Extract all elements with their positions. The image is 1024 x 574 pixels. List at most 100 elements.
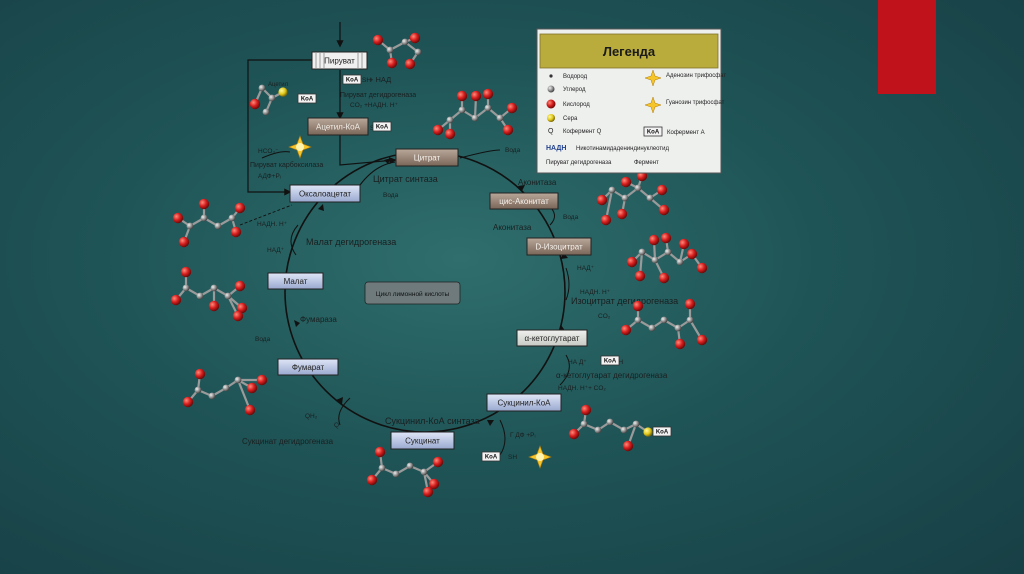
oxygen-atom xyxy=(372,34,384,46)
oxygen-atom xyxy=(620,324,632,336)
oxygen-atom xyxy=(234,202,246,214)
koa-tag-5: KoA xyxy=(652,426,672,437)
carbon-atom xyxy=(664,248,672,256)
svg-text:KoA: KoA xyxy=(647,130,660,136)
oxygen-atom xyxy=(696,334,708,346)
water-citrate-label: Вода xyxy=(383,192,399,199)
ring-arrow-1 xyxy=(518,185,525,191)
legend-panel: Легенда Водород Углерод Кислород Сера Q … xyxy=(536,28,726,174)
sh-label-4: SH xyxy=(508,454,517,461)
legend-title: Легенда xyxy=(603,44,656,59)
malate-molecule xyxy=(170,266,248,322)
plus-nad-label: + НАД xyxy=(369,75,391,84)
carbon-atom xyxy=(484,104,492,112)
sh-label-1: SH xyxy=(362,77,371,84)
carbon-atom xyxy=(214,222,222,230)
legend-nadh-label: Никотинамидадениндинуклеотид xyxy=(576,146,669,152)
oxygen-atom xyxy=(386,57,398,69)
svg-text:KoA: KoA xyxy=(485,455,498,461)
akg-dh-label: α-кетоглутарат дегидрогеназа xyxy=(556,371,668,380)
ring-arrow-5 xyxy=(336,397,343,404)
oxygen-atom xyxy=(409,32,421,44)
carbon-atom xyxy=(210,284,218,292)
oxygen-atom xyxy=(568,428,580,440)
oxygen-atom xyxy=(684,298,696,310)
pyruvate-molecule xyxy=(372,32,422,70)
carbon-atom xyxy=(638,248,646,256)
adp-pi-label-1: АДФ+Pᵢ xyxy=(258,173,281,180)
oxygen-atom xyxy=(656,184,668,196)
succinate-dh-label: Сукцинат дегидрогеназа xyxy=(242,437,334,446)
carbon-atom xyxy=(420,468,428,476)
oxygen-atom xyxy=(482,88,494,100)
node-fumarate: Фумарат xyxy=(277,358,339,376)
malate-dh-label: Малат дегидрогеназа xyxy=(306,237,396,247)
fumarase-label: Фумараза xyxy=(300,315,337,324)
fumarate-molecule xyxy=(182,368,268,416)
succinyl-coa-molecule xyxy=(568,404,653,452)
legend-atp-star-icon xyxy=(644,69,662,87)
oxygen-atom xyxy=(422,486,434,498)
carbon-atom xyxy=(608,186,616,194)
carbon-atom xyxy=(196,292,204,300)
carbon-atom xyxy=(258,84,266,92)
oxygen-atom xyxy=(506,102,518,114)
carbon-atom xyxy=(386,46,394,54)
cis-aconitate-label: цис-Аконитат xyxy=(499,197,549,206)
oxygen-atom xyxy=(634,270,646,282)
carbon-ball-icon xyxy=(547,85,555,93)
carbon-atom xyxy=(262,108,270,116)
q-label: Q xyxy=(334,422,339,429)
svg-text:KoA: KoA xyxy=(604,359,617,365)
legend-footer-right: Фермент xyxy=(634,160,659,166)
legend-hydrogen-label: Водород xyxy=(563,74,588,80)
akg-nad-curve xyxy=(559,354,570,386)
oxygen-atom xyxy=(246,382,258,394)
malate-label: Малат xyxy=(284,277,308,286)
legend-footer-left: Пируват дегидрогеназа xyxy=(546,160,612,166)
carbon-atom xyxy=(208,392,216,400)
aconitase-1-label: Аконитаза xyxy=(518,178,557,187)
carbon-atom xyxy=(620,426,628,434)
isocitrate-label: D-Изоцитрат xyxy=(535,243,583,252)
oxygen-atom xyxy=(256,374,268,386)
carbon-atom xyxy=(182,284,190,292)
carbon-atom xyxy=(414,48,422,56)
water-cis-label: Вода xyxy=(563,214,579,221)
oxygen-atom xyxy=(428,478,440,490)
carbon-atom xyxy=(458,106,466,114)
acetyl-molecule xyxy=(249,84,288,116)
oxygen-atom xyxy=(674,338,686,350)
oxaloacetate-label: Оксалоацетат xyxy=(299,190,351,199)
atp-star-icon xyxy=(288,135,312,159)
succdh-q-curve xyxy=(338,397,351,426)
node-citrate: Цитрат xyxy=(395,148,459,167)
acetyl-label: Ацетил xyxy=(268,82,289,88)
dashed-link xyxy=(239,204,293,226)
node-akg: α-кетоглутарат xyxy=(516,329,588,347)
oxygen-atom xyxy=(696,262,708,274)
malate-nad-curve xyxy=(290,224,299,256)
carbon-atom xyxy=(651,256,659,264)
sulfur-atom xyxy=(278,87,288,97)
koa-tag-3: KoA xyxy=(372,121,392,132)
carbon-atom xyxy=(648,324,656,332)
oxygen-atom xyxy=(374,446,386,458)
aconitase-2-label: Аконитаза xyxy=(493,223,532,232)
carbon-atom xyxy=(606,418,614,426)
nadh-iso-label: НАДН. Н⁺ xyxy=(580,289,611,296)
carbon-atom xyxy=(446,116,454,124)
svg-text:KoA: KoA xyxy=(376,125,389,131)
succinate-molecule xyxy=(366,446,444,498)
gdp-pi-label: Г ДФ +Pᵢ xyxy=(510,432,536,439)
oxygen-atom xyxy=(404,58,416,70)
ring-arrow-7 xyxy=(318,204,324,211)
acetyl-coa-label: Ацетил-КоА xyxy=(316,123,361,132)
node-pyruvate: Пируват xyxy=(311,51,368,70)
legend-oxygen-label: Кислород xyxy=(563,102,590,108)
isocitrate-molecule xyxy=(626,232,708,284)
citrate-synthase-label: Цитрат синтаза xyxy=(373,174,438,184)
oxygen-atom xyxy=(180,266,192,278)
svg-text:KoA: KoA xyxy=(656,430,669,436)
